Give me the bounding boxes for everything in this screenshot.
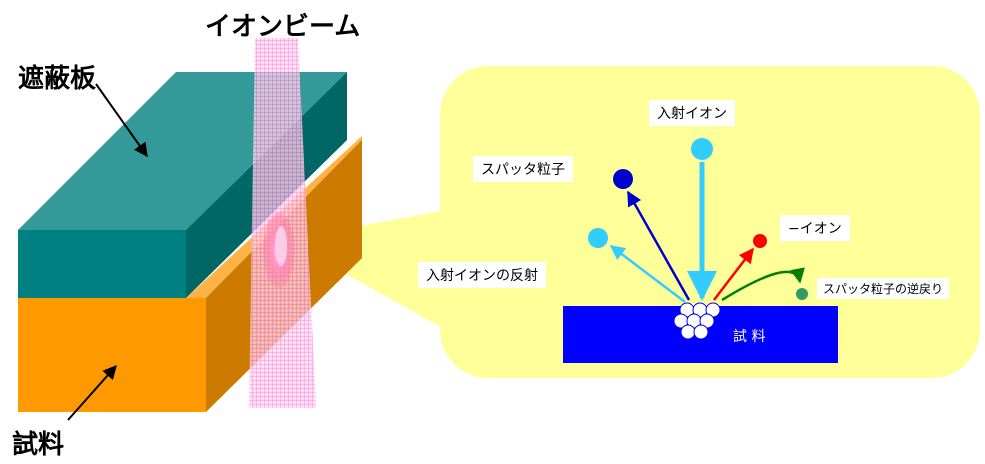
shield-leader-arrow (95, 83, 148, 158)
sample-front (18, 298, 206, 412)
sputter-particle-dot (613, 169, 633, 189)
sputter-spot-core (275, 226, 287, 266)
negative-ion-arrow (713, 247, 754, 301)
reflection-arrow (609, 245, 686, 303)
reflection-label: 入射イオンの反射 (418, 262, 546, 288)
shield-label: 遮蔽板 (18, 64, 97, 94)
incident-ion-dot (691, 138, 713, 160)
shield-front (18, 230, 186, 298)
sample-leader-arrow (67, 364, 117, 421)
redeposit-arrow (721, 267, 805, 302)
sputter-particle-label: スパッタ粒子 (473, 156, 573, 182)
negative-ion-label: −イオン (780, 215, 850, 241)
ion-beam-title: イオンビーム (205, 12, 361, 42)
negative-ion-dot (753, 234, 767, 248)
sample-label: 試料 (12, 430, 65, 460)
incident-ion-label: 入射イオン (649, 100, 735, 126)
inset-sample-label: 試 料 (733, 329, 766, 345)
reflected-ion-dot (588, 228, 608, 248)
redeposit-dot (796, 288, 808, 300)
atom-cluster (673, 302, 721, 340)
inset-panel (440, 66, 980, 378)
sputter-particle-arrow (626, 190, 691, 301)
redeposition-label: スパッタ粒子の逆戻り (817, 278, 950, 299)
